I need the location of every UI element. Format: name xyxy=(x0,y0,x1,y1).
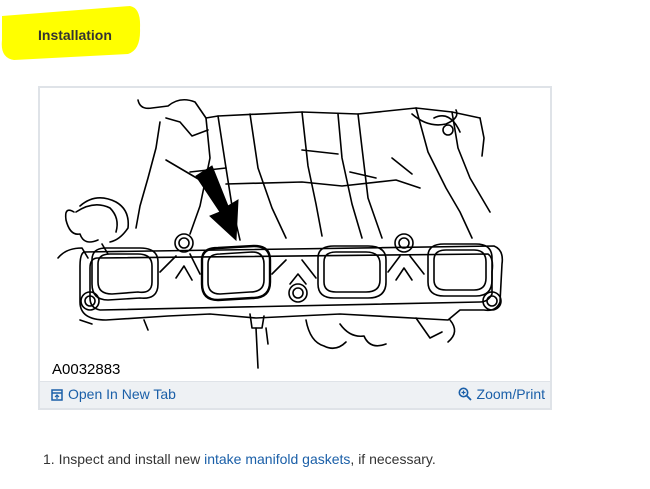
section-title: Installation xyxy=(38,27,112,43)
step-text-before: Inspect and install new xyxy=(58,451,205,467)
step-item: 1. Inspect and install new intake manifo… xyxy=(43,451,436,467)
pointer-arrow xyxy=(195,165,239,242)
zoom-icon xyxy=(458,387,472,401)
zoom-print-label: Zoom/Print xyxy=(476,386,545,402)
intake-manifold-gaskets-link[interactable]: intake manifold gaskets xyxy=(204,451,351,467)
intake-manifold-illustration[interactable] xyxy=(40,88,550,388)
figure-toolbar: Open In New Tab Zoom/Print xyxy=(40,381,550,408)
title-highlight xyxy=(1,6,141,60)
step-number: 1. xyxy=(43,451,55,467)
open-tab-icon xyxy=(51,389,63,401)
zoom-print-link[interactable]: Zoom/Print xyxy=(458,386,545,402)
open-in-new-tab-label: Open In New Tab xyxy=(68,386,176,402)
figure-container: A0032883 Open In New Tab Zoom/Print xyxy=(38,86,552,410)
step-text-after: , if necessary. xyxy=(350,451,436,467)
figure-id: A0032883 xyxy=(52,361,121,378)
open-in-new-tab-link[interactable]: Open In New Tab xyxy=(51,386,176,402)
